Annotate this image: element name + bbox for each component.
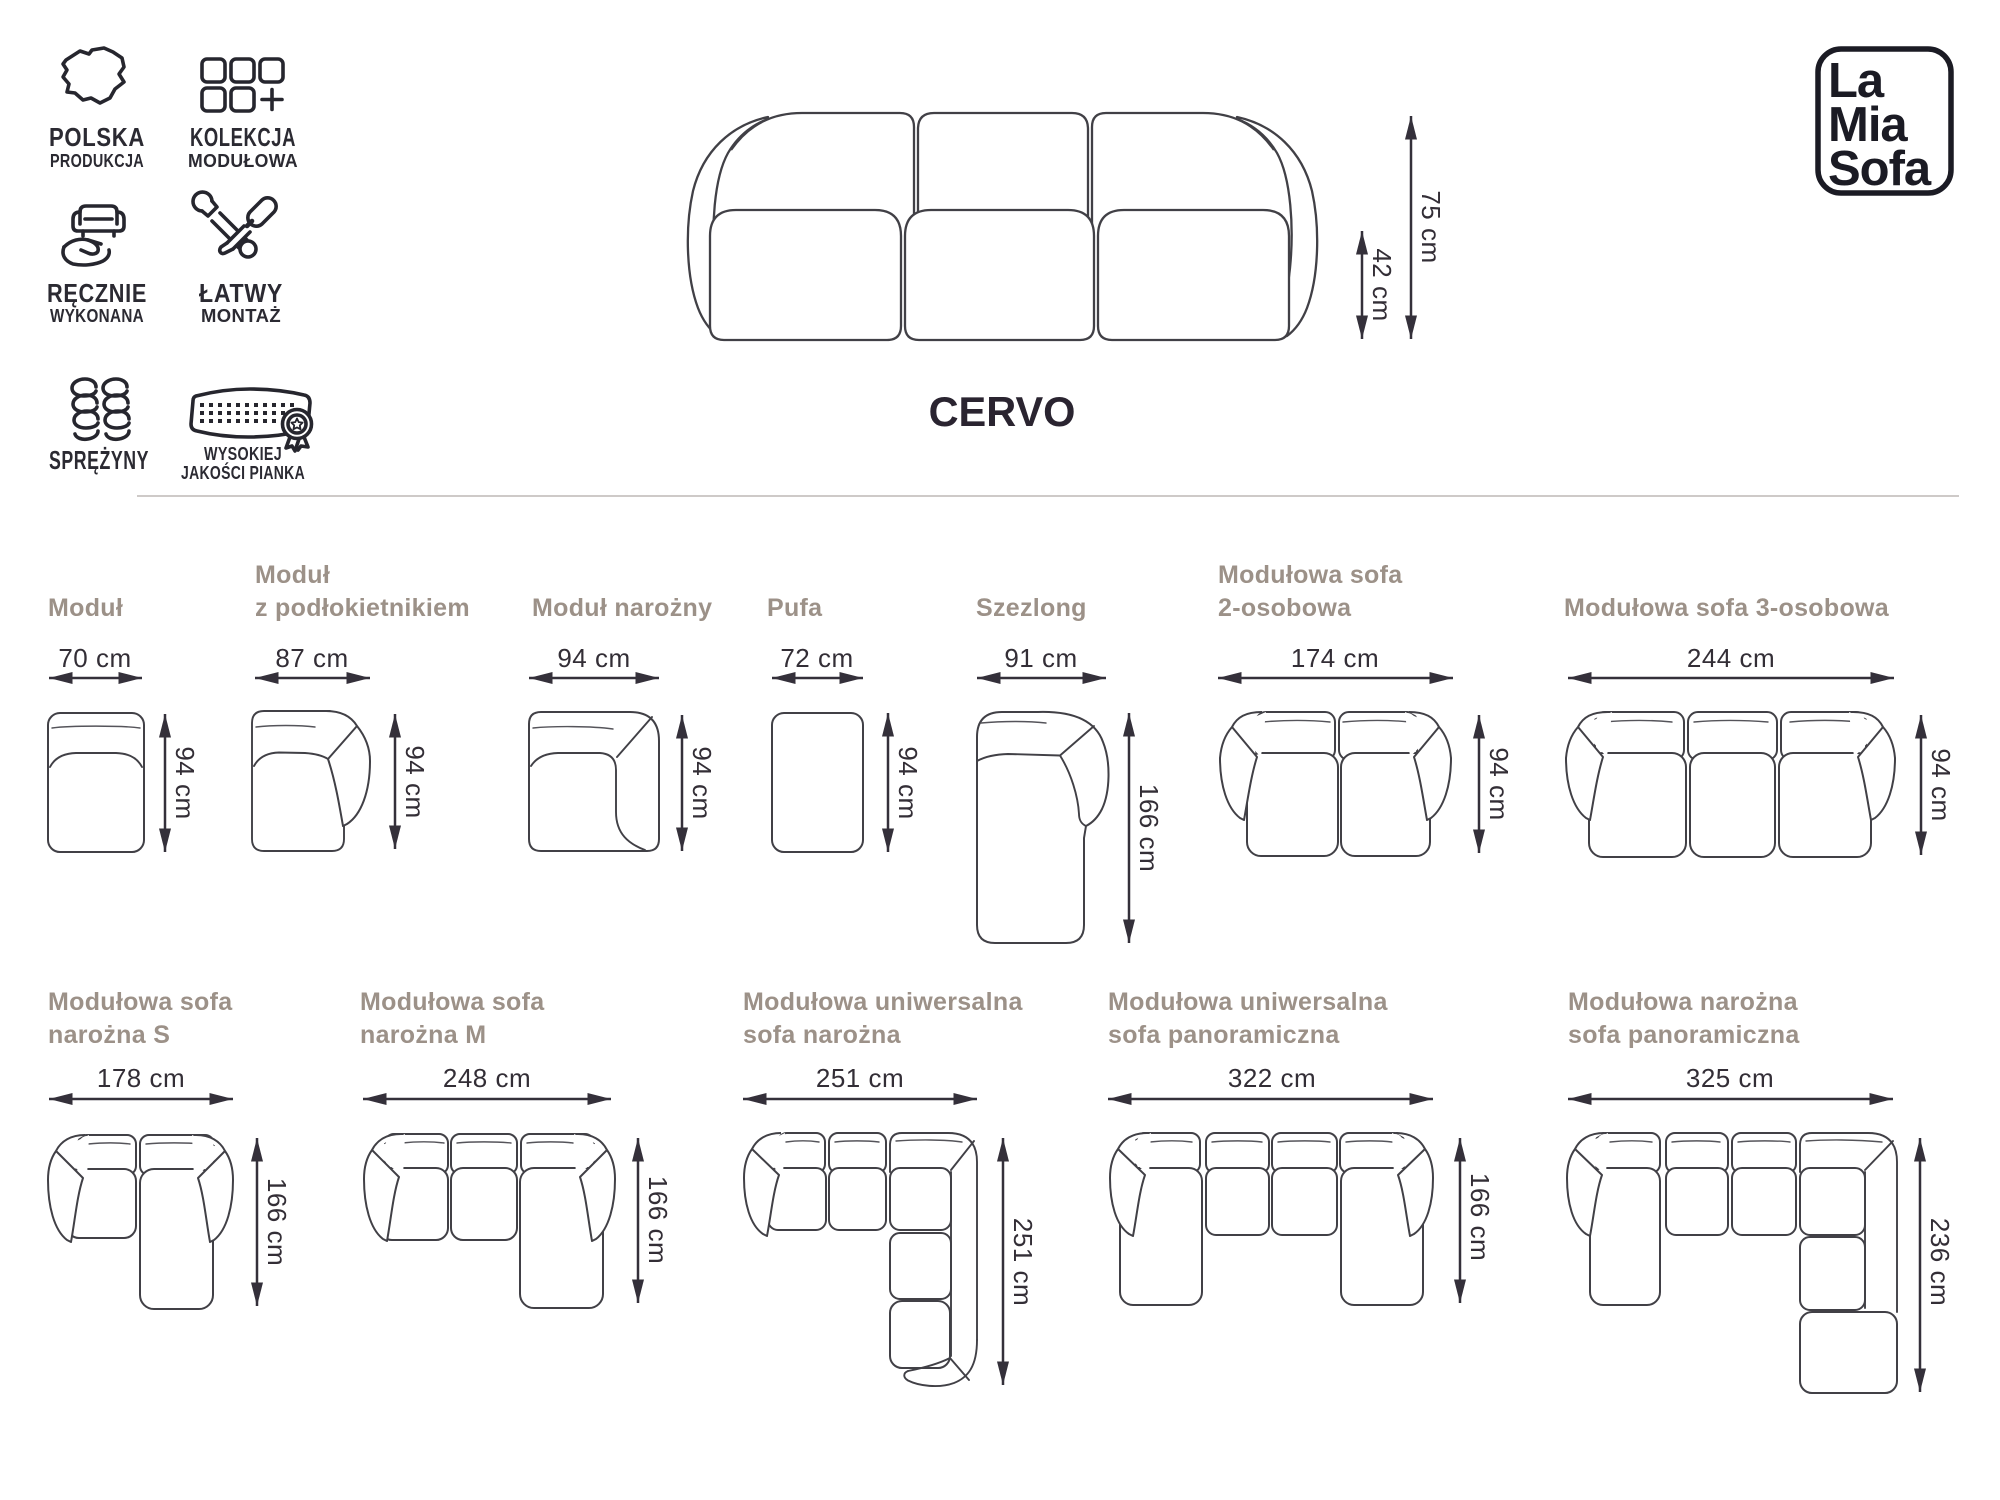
- svg-text:RĘCZNIE: RĘCZNIE: [47, 278, 147, 308]
- svg-text:94 cm: 94 cm: [170, 746, 200, 819]
- svg-text:94 cm: 94 cm: [557, 643, 630, 673]
- svg-text:166 cm: 166 cm: [262, 1178, 292, 1266]
- svg-text:174 cm: 174 cm: [1291, 643, 1379, 673]
- svg-text:94 cm: 94 cm: [893, 746, 923, 819]
- svg-text:z podłokietnikiem: z podłokietnikiem: [255, 594, 470, 622]
- svg-text:Modułowa narożna: Modułowa narożna: [1568, 988, 1799, 1016]
- svg-text:Sofa: Sofa: [1828, 142, 1932, 196]
- svg-text:KOLEKCJA: KOLEKCJA: [190, 122, 296, 152]
- svg-text:166 cm: 166 cm: [1465, 1173, 1495, 1261]
- svg-text:91 cm: 91 cm: [1004, 643, 1077, 673]
- svg-text:WYSOKIEJ: WYSOKIEJ: [204, 443, 282, 464]
- svg-text:236 cm: 236 cm: [1925, 1218, 1955, 1306]
- svg-text:2-osobowa: 2-osobowa: [1218, 594, 1352, 622]
- svg-text:Modułowa sofa: Modułowa sofa: [48, 988, 233, 1016]
- svg-text:WYKONANA: WYKONANA: [50, 305, 144, 326]
- svg-text:ŁATWY: ŁATWY: [199, 278, 283, 308]
- svg-text:94 cm: 94 cm: [687, 746, 717, 819]
- svg-text:87 cm: 87 cm: [275, 643, 348, 673]
- svg-text:sofa narożna: sofa narożna: [743, 1021, 902, 1049]
- svg-text:251 cm: 251 cm: [1008, 1218, 1038, 1306]
- svg-text:322 cm: 322 cm: [1228, 1063, 1316, 1093]
- svg-text:Modułowa sofa 3-osobowa: Modułowa sofa 3-osobowa: [1564, 594, 1890, 622]
- svg-text:94 cm: 94 cm: [400, 745, 430, 818]
- svg-text:CERVO: CERVO: [929, 388, 1076, 435]
- svg-text:42 cm: 42 cm: [1367, 248, 1397, 321]
- svg-text:70 cm: 70 cm: [58, 643, 131, 673]
- svg-text:248 cm: 248 cm: [443, 1063, 531, 1093]
- svg-text:244 cm: 244 cm: [1687, 643, 1775, 673]
- svg-text:PRODUKCJA: PRODUKCJA: [50, 150, 144, 171]
- svg-text:Modułowa sofa: Modułowa sofa: [1218, 561, 1403, 589]
- svg-text:325 cm: 325 cm: [1686, 1063, 1774, 1093]
- svg-text:Moduł: Moduł: [48, 594, 123, 622]
- svg-text:Modułowa uniwersalna: Modułowa uniwersalna: [1108, 988, 1388, 1016]
- svg-text:MODUŁOWA: MODUŁOWA: [188, 150, 298, 171]
- svg-text:72 cm: 72 cm: [780, 643, 853, 673]
- svg-text:sofa panoramiczna: sofa panoramiczna: [1568, 1021, 1800, 1049]
- svg-text:JAKOŚCI PIANKA: JAKOŚCI PIANKA: [181, 462, 305, 483]
- svg-text:La: La: [1828, 54, 1885, 108]
- svg-text:166 cm: 166 cm: [643, 1176, 673, 1264]
- svg-text:94 cm: 94 cm: [1926, 748, 1956, 821]
- svg-text:75 cm: 75 cm: [1416, 190, 1446, 263]
- svg-text:166 cm: 166 cm: [1134, 784, 1164, 872]
- svg-text:Modułowa uniwersalna: Modułowa uniwersalna: [743, 988, 1023, 1016]
- svg-text:narożna M: narożna M: [360, 1021, 486, 1049]
- svg-text:SPRĘŻYNY: SPRĘŻYNY: [49, 445, 149, 475]
- svg-text:251 cm: 251 cm: [816, 1063, 904, 1093]
- svg-text:MONTAŻ: MONTAŻ: [201, 305, 281, 326]
- svg-text:Moduł: Moduł: [255, 561, 330, 589]
- svg-text:narożna S: narożna S: [48, 1021, 170, 1049]
- svg-text:Szezlong: Szezlong: [976, 594, 1087, 622]
- svg-text:Modułowa sofa: Modułowa sofa: [360, 988, 545, 1016]
- svg-text:94 cm: 94 cm: [1484, 747, 1514, 820]
- svg-text:sofa panoramiczna: sofa panoramiczna: [1108, 1021, 1340, 1049]
- svg-text:Mia: Mia: [1828, 98, 1908, 152]
- svg-text:178 cm: 178 cm: [97, 1063, 185, 1093]
- svg-text:Pufa: Pufa: [767, 594, 823, 622]
- svg-text:Moduł narożny: Moduł narożny: [532, 594, 712, 622]
- svg-text:POLSKA: POLSKA: [49, 122, 145, 152]
